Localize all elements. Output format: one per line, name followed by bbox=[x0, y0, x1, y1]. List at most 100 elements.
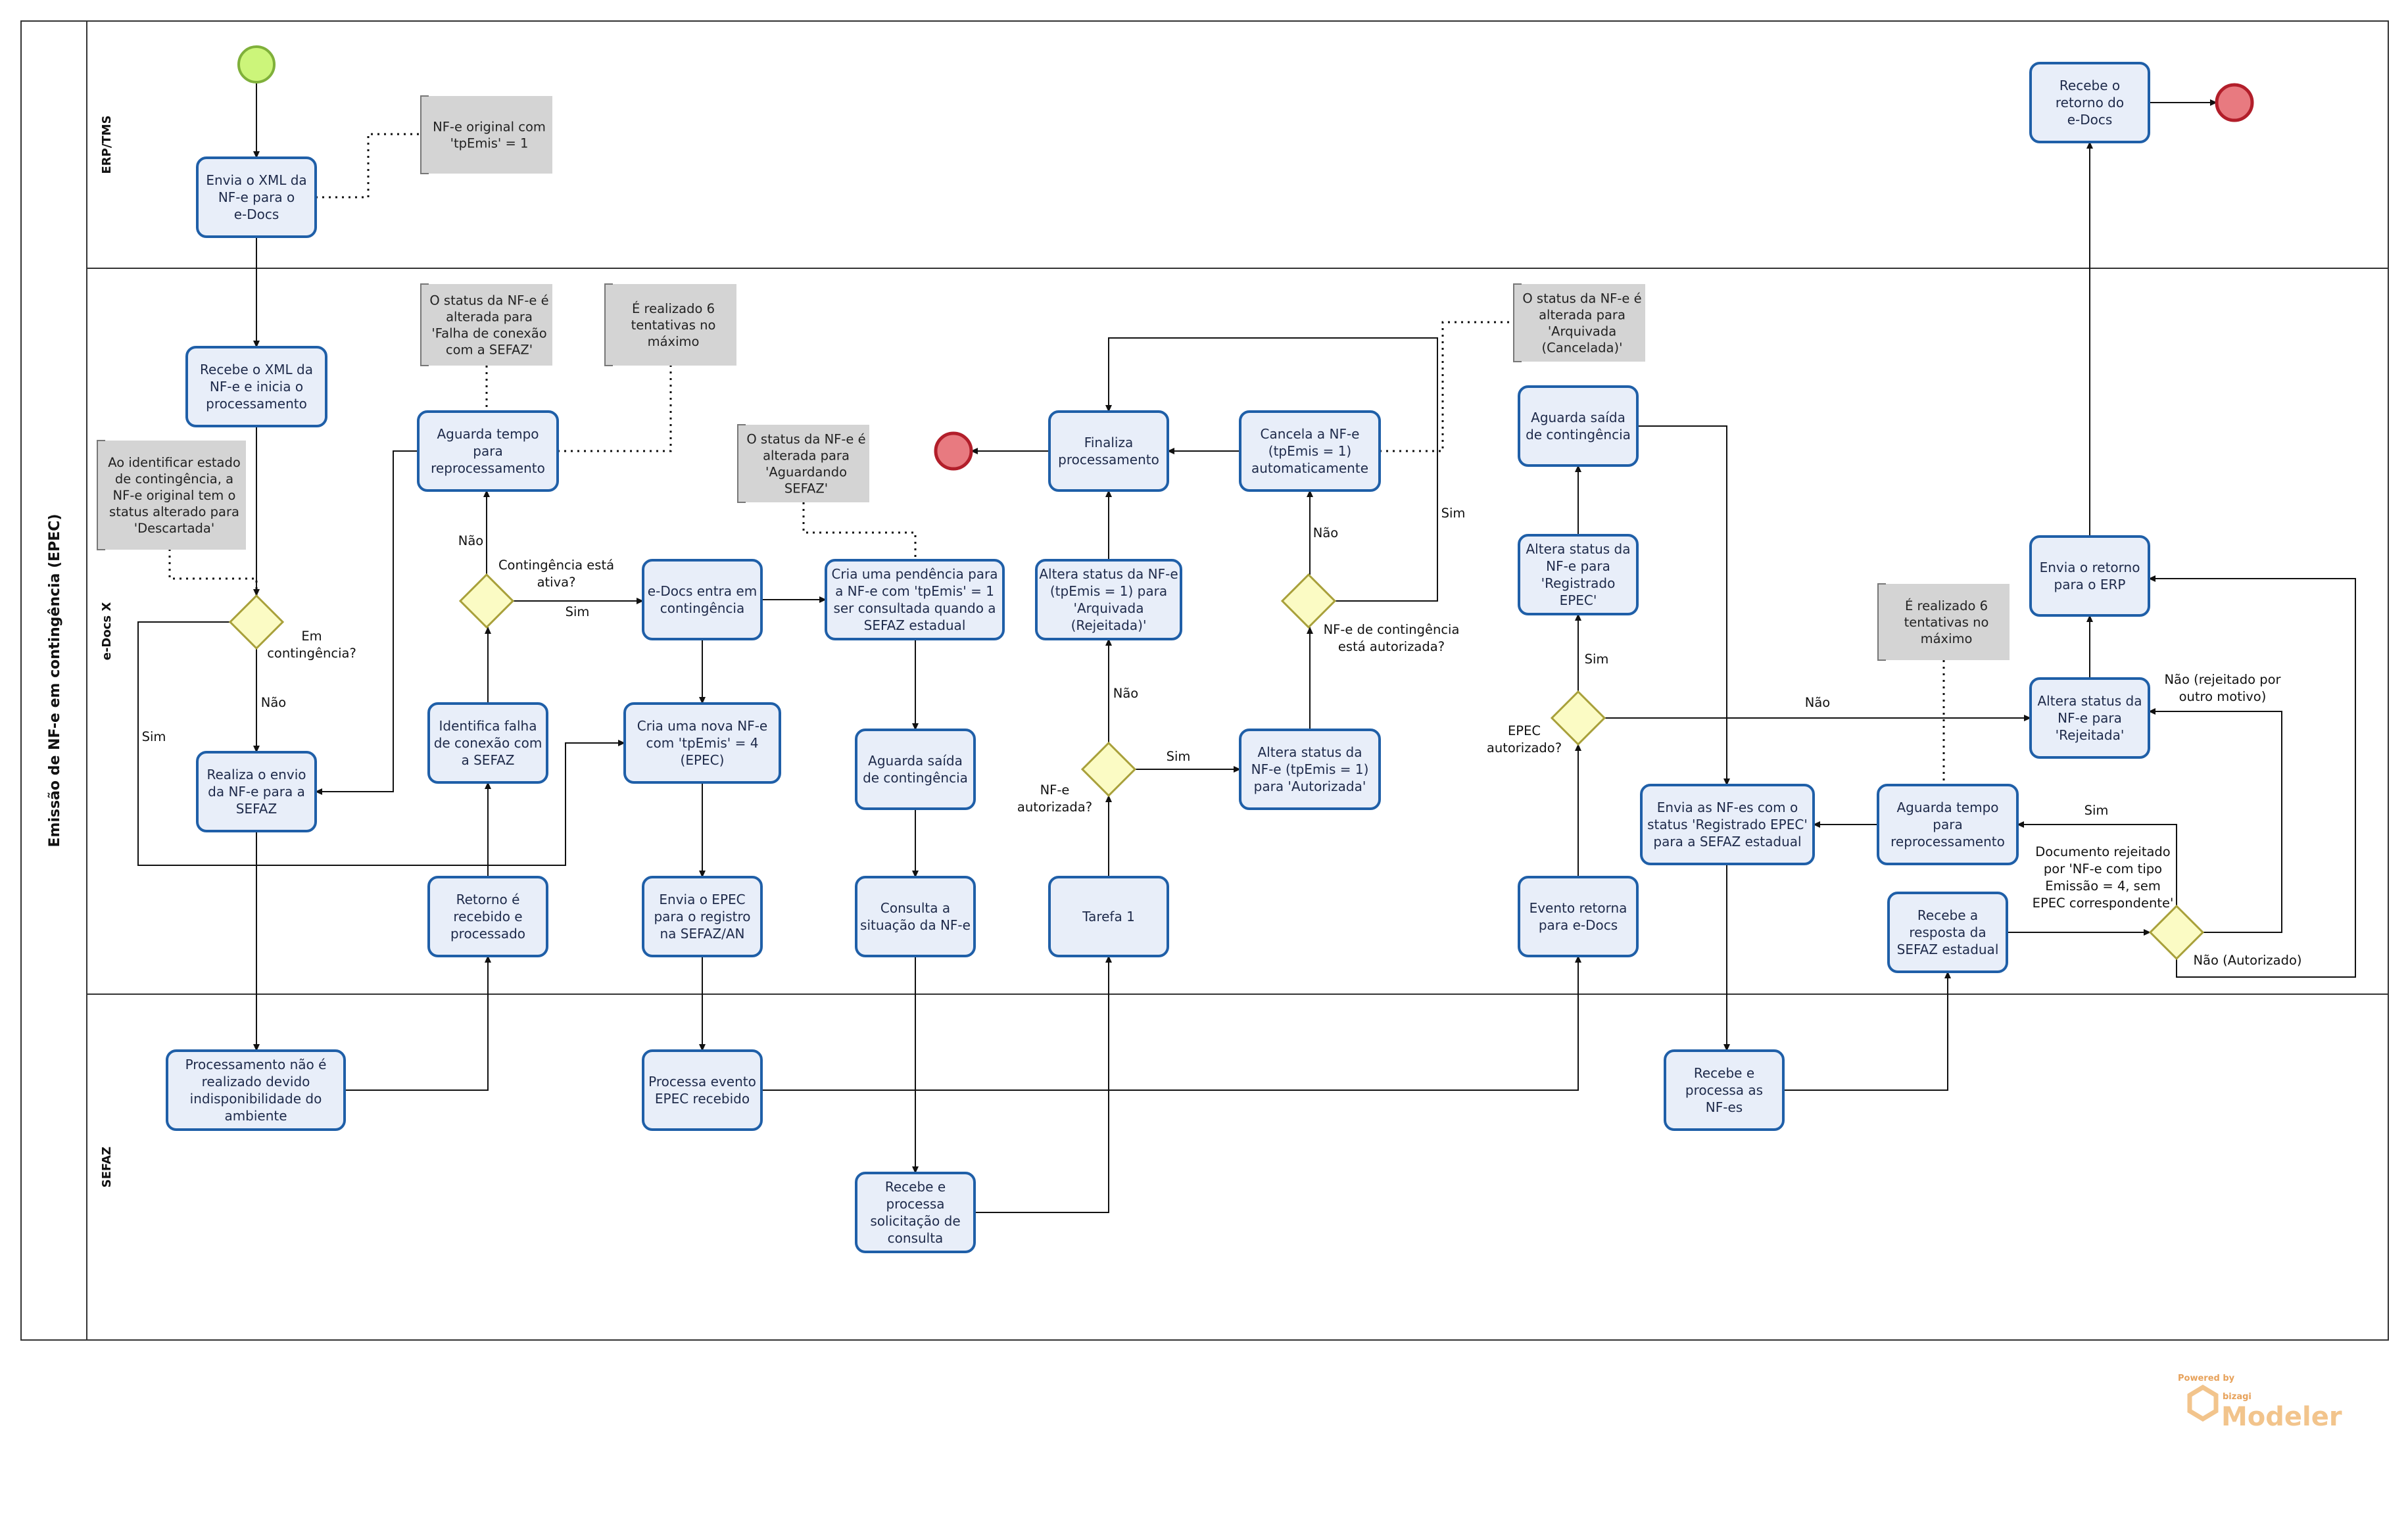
end-event-erp bbox=[2215, 83, 2254, 122]
association bbox=[316, 133, 421, 199]
sequence-flow bbox=[2148, 575, 2356, 978]
flow-label-sim-2: Sim bbox=[566, 604, 590, 619]
task-label: Altera status da NF-e(tpEmis = 1) para'A… bbox=[1039, 566, 1178, 633]
gateway-nfe-autorizada[interactable] bbox=[1080, 741, 1137, 798]
sequence-flow bbox=[1783, 971, 1951, 1091]
sequence-flow bbox=[345, 955, 491, 1091]
note-text: NF-e original com'tpEmis' = 1 bbox=[433, 120, 546, 151]
association bbox=[558, 366, 672, 452]
note-nfe-original: NF-e original com'tpEmis' = 1 bbox=[420, 95, 552, 174]
gateway-contingencia-ativa[interactable] bbox=[458, 573, 515, 629]
sequence-flow bbox=[975, 955, 1112, 1213]
gateway-nfe-contingencia-autorizada[interactable] bbox=[1280, 573, 1337, 629]
svg-text:Powered by: Powered by bbox=[2178, 1374, 2235, 1383]
sequence-flows bbox=[137, 82, 2356, 1213]
bizagi-icon bbox=[2187, 1384, 2219, 1422]
lane-edocs: e-Docs X bbox=[100, 602, 114, 661]
lane-sefaz: SEFAZ bbox=[100, 1147, 114, 1187]
flow-label-nao-2: Não bbox=[458, 533, 483, 548]
gateway-documento-rejeitado[interactable] bbox=[2148, 904, 2205, 961]
flow-label-sim-3: Sim bbox=[1167, 749, 1191, 764]
flow-label-sim-5: Sim bbox=[1585, 652, 1609, 667]
gateway-epec-autorizado[interactable] bbox=[1550, 690, 1606, 746]
flow-label-sim-6: Sim bbox=[2084, 803, 2109, 818]
flow-label-sim-1: Sim bbox=[142, 729, 166, 744]
task-label: Tarefa 1 bbox=[1082, 909, 1135, 924]
task-tarefa-1[interactable]: Tarefa 1 bbox=[1048, 876, 1169, 957]
association bbox=[168, 550, 258, 596]
flow-label-nao-1: Não bbox=[261, 695, 286, 710]
sequence-flow bbox=[1105, 337, 1438, 602]
task-altera-arquivada-rej[interactable]: Altera status da NF-e(tpEmis = 1) para'A… bbox=[1035, 559, 1182, 640]
association bbox=[1380, 321, 1514, 452]
flow-label-nao-4: Não bbox=[1313, 525, 1338, 540]
start-event bbox=[237, 45, 276, 84]
end-event-finaliza bbox=[934, 431, 973, 471]
task-cancela-nfe[interactable]: Cancela a NF-e(tpEmis = 1)automaticament… bbox=[1239, 410, 1381, 492]
lane-erp: ERP/TMS bbox=[100, 115, 114, 174]
gateway-em-contingencia[interactable] bbox=[228, 594, 285, 650]
sequence-flow bbox=[2017, 821, 2177, 906]
